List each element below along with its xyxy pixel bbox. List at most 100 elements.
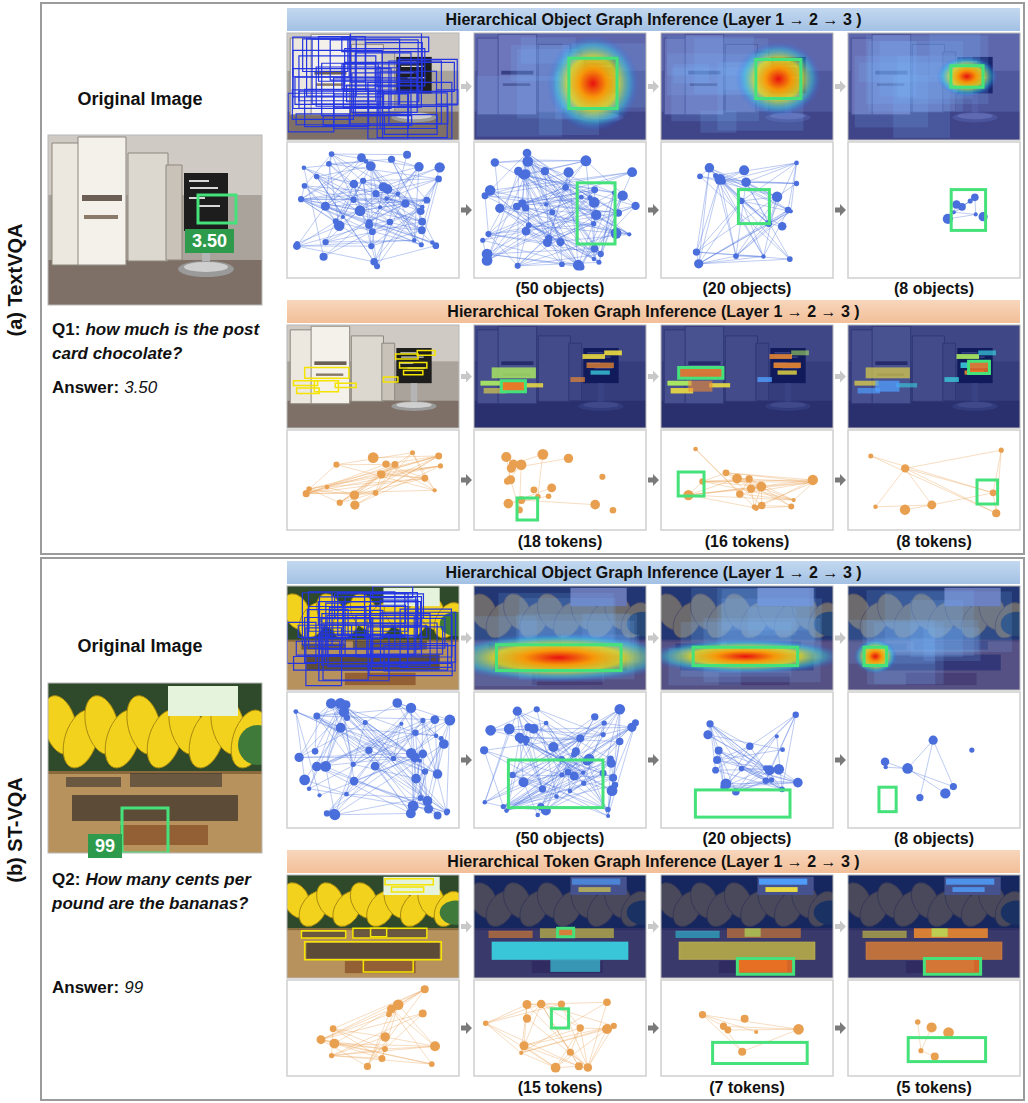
graph-edge [518, 233, 616, 266]
photo-print [130, 773, 222, 787]
graph-node [591, 186, 598, 193]
token-attention [558, 928, 574, 936]
token-attention [957, 354, 980, 359]
graph-edge [723, 163, 796, 182]
graph-node [307, 786, 312, 791]
attention-overlay [474, 325, 646, 428]
graph-node [534, 706, 540, 712]
section-header-band: Hierarchical Token Graph Inference (Laye… [287, 300, 1020, 323]
token-attention [978, 350, 996, 355]
graph-node [329, 809, 339, 819]
graph-node [761, 254, 765, 258]
graph-node [382, 1046, 388, 1052]
photo-background [661, 586, 833, 690]
graph-edge [546, 775, 562, 811]
image-content [474, 875, 646, 978]
highlight-box [756, 59, 801, 98]
object-box [326, 603, 343, 645]
object-box [345, 597, 421, 656]
graph-node [430, 1041, 440, 1051]
photo-background [474, 33, 646, 140]
photo-book [382, 343, 395, 401]
graph-edge [736, 211, 791, 256]
graph-edge [524, 1046, 556, 1068]
graph-edge [726, 473, 762, 506]
graph-node [293, 709, 298, 714]
photo-book [78, 137, 126, 265]
token-box [396, 354, 419, 359]
photo-book-band [84, 215, 118, 219]
object-box [377, 68, 398, 87]
graph-edge [523, 709, 619, 782]
attention-overlay [661, 33, 833, 140]
token-attention [679, 367, 723, 378]
image-thumbnail [661, 875, 833, 978]
answer-tag: 99 [88, 834, 122, 858]
highlight-box [737, 959, 793, 975]
flow-arrow [648, 754, 659, 766]
graph-node [422, 796, 432, 806]
graph-node [351, 762, 356, 767]
token-attention [774, 363, 801, 368]
highlight-box [497, 645, 622, 671]
token-attention [932, 928, 948, 936]
graph-edge [724, 783, 798, 788]
object-box [351, 33, 422, 82]
graph-edge [305, 728, 341, 780]
photo-stand [411, 93, 417, 114]
graph-edges [321, 989, 435, 1066]
graph-frame [661, 142, 833, 278]
token-box [314, 381, 338, 392]
object-box [345, 49, 425, 86]
token-attention [591, 370, 610, 374]
photo-background [661, 325, 833, 428]
graph-edge [329, 164, 390, 222]
graph-edge [526, 231, 562, 264]
highlight-box [977, 480, 998, 504]
graph-edge [297, 240, 414, 246]
graph-node [341, 215, 345, 219]
graph-node [747, 485, 755, 493]
object-region [885, 591, 1012, 652]
graph-node [631, 202, 639, 210]
graph-node [598, 251, 604, 257]
photo-book-band [316, 83, 343, 86]
token-attention [914, 928, 988, 938]
graph-edge [717, 750, 782, 760]
object-box [368, 82, 452, 139]
graph-node [723, 469, 730, 476]
flow-arrow [461, 81, 472, 93]
token-attention [587, 363, 614, 368]
graph-edge [353, 708, 411, 764]
graph-node [713, 756, 721, 764]
graph-edge [340, 464, 395, 502]
graph-edge [486, 1004, 541, 1023]
graph-node [438, 463, 443, 468]
graph-node [435, 452, 442, 459]
graph-node [581, 781, 586, 786]
graph-node [507, 464, 516, 473]
graph-edges [296, 703, 450, 816]
photo-print [120, 825, 208, 845]
flow-arrow [461, 371, 472, 383]
graph-node [519, 1041, 528, 1050]
graph-edge [325, 167, 439, 206]
graph-node [535, 813, 540, 818]
object-box [384, 646, 455, 671]
image-content [287, 586, 459, 690]
graph-node [564, 167, 574, 177]
graph-edge [423, 720, 447, 812]
highlight-box [577, 183, 615, 244]
flow-arrow [648, 371, 659, 383]
graph-edge [528, 160, 586, 162]
graph-node [298, 196, 304, 202]
graph-node [617, 190, 627, 200]
image-frame [848, 33, 1020, 140]
graph-node [931, 1053, 939, 1061]
image-content [287, 325, 459, 428]
image-content [661, 325, 833, 428]
graph-node [418, 218, 426, 226]
graph-edge [561, 1004, 587, 1067]
photo-price-sign [383, 877, 439, 895]
